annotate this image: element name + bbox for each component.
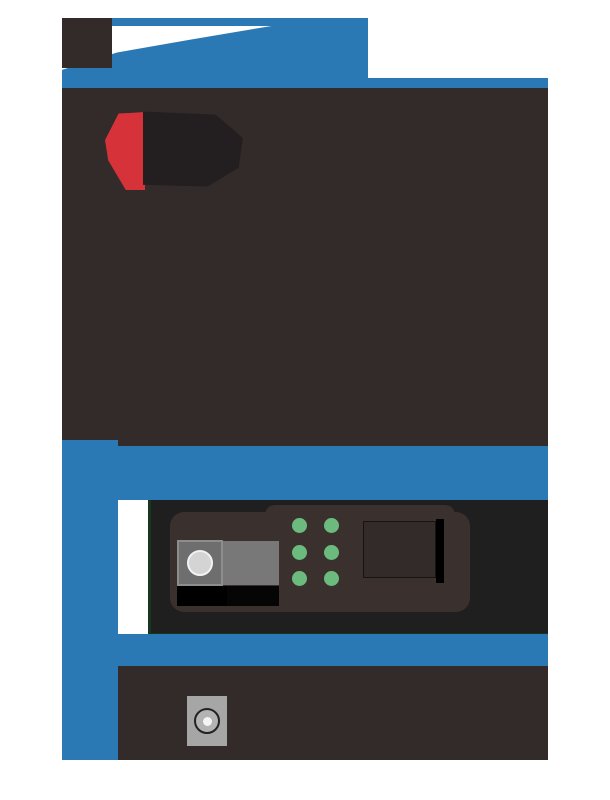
lower-blue-divider [118,634,548,666]
play-knob-icon [187,550,213,576]
progress-track[interactable] [223,541,279,585]
status-indicator-grid [292,518,344,590]
disc-icon [194,708,220,734]
left-blue-rail [62,440,118,760]
status-dot[interactable] [324,571,339,587]
disc-media-tile[interactable] [187,696,227,746]
play-pause-button[interactable] [177,540,223,586]
status-dot[interactable] [292,544,307,560]
status-dot[interactable] [324,544,339,560]
status-dot[interactable] [292,571,307,587]
disc-hole-icon [202,716,212,726]
bottom-content-panel[interactable] [118,666,548,760]
status-dot[interactable] [292,518,307,533]
preview-field-shadow [436,519,444,583]
top-left-dark-corner [62,18,112,68]
status-dot[interactable] [324,518,339,533]
preview-field[interactable] [363,521,436,578]
top-blue-bar [62,18,368,26]
dark-marker-blob-icon [143,111,243,187]
progress-shadow-left [177,586,227,606]
progress-shadow-right [227,586,279,606]
upper-blue-divider [62,446,548,500]
